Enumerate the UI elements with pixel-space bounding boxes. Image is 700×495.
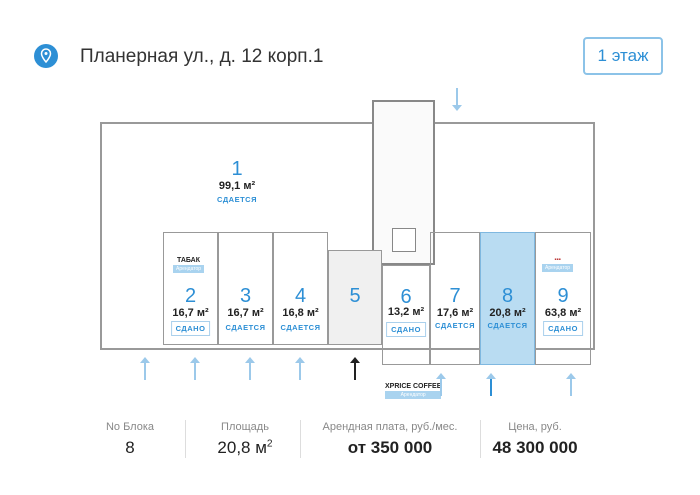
entrance-arrow-icon xyxy=(140,357,150,380)
room-area: 20,8 м² xyxy=(489,307,526,319)
map-pin-icon xyxy=(34,44,58,68)
room-6[interactable]: 6 13,2 м² СДАНО xyxy=(382,265,430,365)
room-area: 13,2 м² xyxy=(387,306,425,318)
divider xyxy=(185,420,186,458)
block-value: 8 xyxy=(125,438,135,457)
area-value: 20,8 м2 xyxy=(217,438,273,457)
entrance-arrow-icon xyxy=(245,357,255,380)
rent-label: Арендная плата, руб./мес. xyxy=(322,421,458,433)
room-9[interactable]: ▪▪▪Арендатор 9 63,8 м² СДАНО xyxy=(535,232,591,365)
room-number: 8 xyxy=(501,285,514,307)
room-7[interactable]: 7 17,6 м² СДАЕТСЯ xyxy=(430,232,480,365)
main-entrance-arrow-icon xyxy=(350,357,360,380)
room-status: СДАНО xyxy=(543,321,583,336)
room-1[interactable]: 1 99,1 м² СДАЕТСЯ xyxy=(102,124,372,232)
room-area: 99,1 м² xyxy=(218,180,256,192)
entrance-arrow-icon xyxy=(452,88,462,111)
room-5[interactable]: 5 xyxy=(328,250,382,345)
room-number: 2 xyxy=(184,285,197,307)
room-status: СДАНО xyxy=(386,322,426,337)
room-status: СДАЕТСЯ xyxy=(225,323,266,332)
room-status: СДАЕТСЯ xyxy=(435,321,475,330)
room-number: 1 xyxy=(231,158,243,180)
block-label: No Блока xyxy=(105,421,155,433)
rent-value: от 350 000 xyxy=(347,438,433,457)
room-number: 6 xyxy=(400,286,412,308)
area-label: Площадь xyxy=(221,421,269,433)
elevator xyxy=(392,228,416,252)
room-status: СДАЕТСЯ xyxy=(280,323,321,332)
room-area: 63,8 м² xyxy=(544,307,582,319)
address-title: Планерная ул., д. 12 корп.1 xyxy=(80,46,324,67)
entrance-arrow-icon xyxy=(436,373,446,396)
room-number: 4 xyxy=(294,285,307,307)
room-area: 16,8 м² xyxy=(282,307,319,319)
room-status: СДАЕТСЯ xyxy=(487,321,528,330)
entrance-arrow-icon xyxy=(295,357,305,380)
room-number: 9 xyxy=(557,285,569,307)
room-number: 3 xyxy=(239,285,252,307)
room-4[interactable]: 4 16,8 м² СДАЕТСЯ xyxy=(273,232,328,345)
room-area: 16,7 м² xyxy=(227,307,264,319)
room-number: 5 xyxy=(349,285,361,307)
entrance-arrow-icon xyxy=(566,373,576,396)
room-status: СДАЕТСЯ xyxy=(217,195,257,204)
entrance-arrow-icon xyxy=(190,357,200,380)
room-3[interactable]: 3 16,7 м² СДАЕТСЯ xyxy=(218,232,273,345)
tenant-tag: ▪▪▪Арендатор xyxy=(542,257,574,272)
room-number: 7 xyxy=(449,285,461,307)
floor-selector-button[interactable]: 1 этаж xyxy=(583,37,663,75)
divider xyxy=(300,420,301,458)
room-area: 17,6 м² xyxy=(436,307,474,319)
room-area: 16,7 м² xyxy=(172,307,209,319)
room-8-selected[interactable]: 8 20,8 м² СДАЕТСЯ xyxy=(480,232,535,365)
price-value: 48 300 000 xyxy=(492,438,578,457)
room-status: СДАНО xyxy=(170,321,211,336)
entrance-arrow-icon xyxy=(486,373,496,396)
price-label: Цена, руб. xyxy=(508,421,562,433)
divider xyxy=(480,420,481,458)
